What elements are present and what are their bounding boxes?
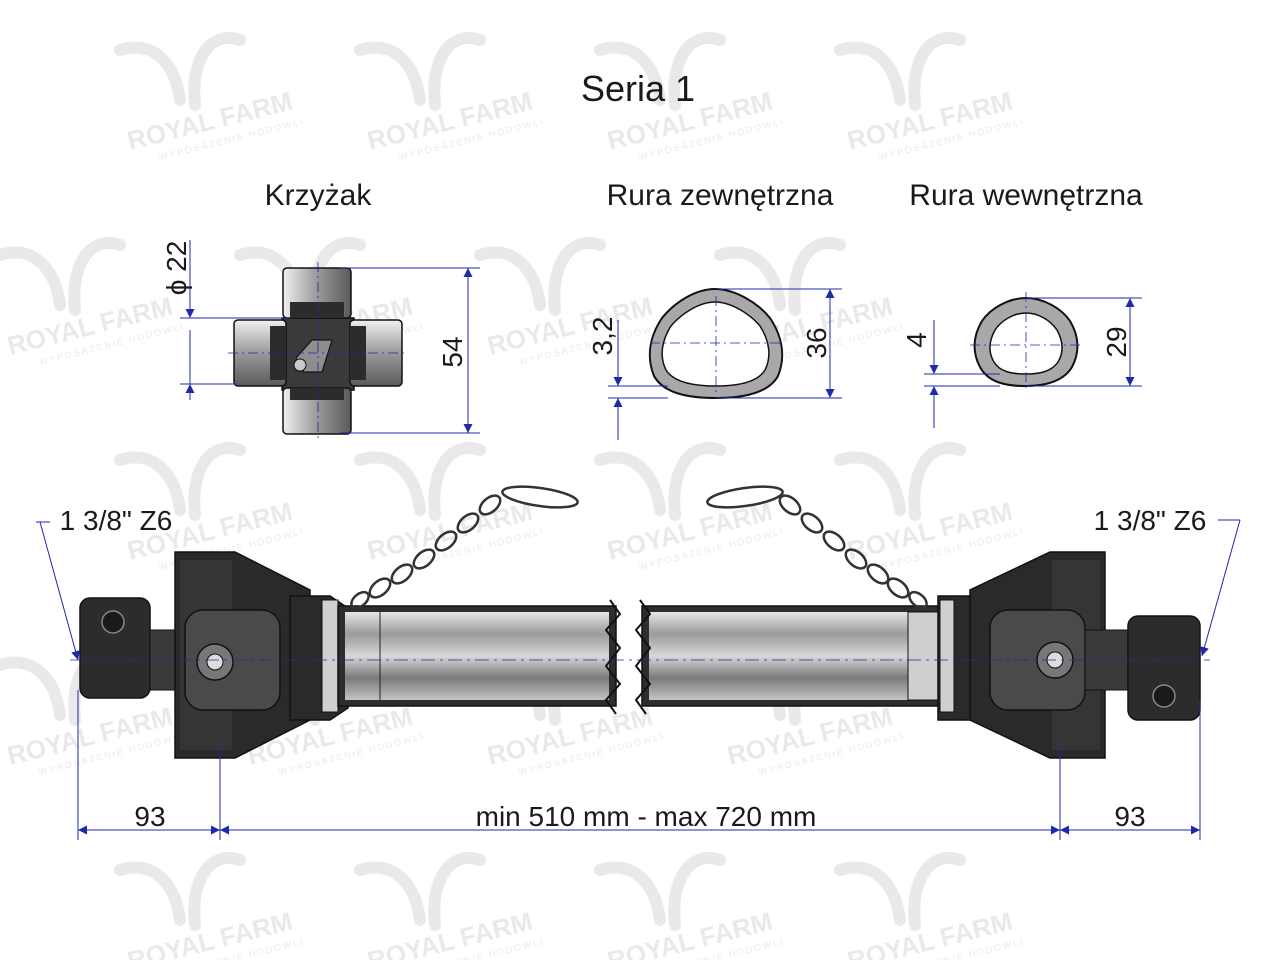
break-mark-left (604, 599, 622, 715)
left-bearing-ring (321, 599, 339, 713)
section-title-inner-tube: Rura wewnętrzna (909, 179, 1143, 212)
cross-dimensions (180, 240, 480, 434)
diagram-title: Seria 1 (581, 68, 695, 109)
cross-diameter-label: ϕ 22 (161, 241, 192, 296)
section-title-cross: Krzyżak (265, 179, 373, 212)
right-spline-hub (1127, 615, 1201, 721)
outer-tube-dimensions (608, 288, 842, 440)
section-title-outer-tube: Rura zewnętrzna (607, 179, 834, 212)
length-right-label: 93 (1114, 801, 1145, 832)
inner-tube-profile (970, 292, 1082, 392)
length-left-label: 93 (134, 801, 165, 832)
outer-tube-wall-label: 3,2 (587, 317, 618, 356)
right-chain (706, 485, 928, 610)
spline-leaders (36, 519, 1241, 661)
right-bearing-ring (939, 599, 955, 713)
break-mark-right (634, 599, 652, 715)
pto-shaft (70, 485, 1210, 759)
left-chain (350, 485, 579, 610)
outer-tube-profile (648, 287, 784, 400)
spline-right-label: 1 3/8" Z6 (1094, 505, 1207, 536)
spline-left-label: 1 3/8" Z6 (60, 505, 173, 536)
outer-tube-size-label: 36 (801, 327, 832, 358)
length-middle-label: min 510 mm - max 720 mm (476, 801, 817, 832)
length-dimensions (77, 690, 1201, 840)
inner-tube-size-label: 29 (1101, 326, 1132, 357)
universal-joint-cross (228, 262, 408, 440)
cross-height-label: 54 (437, 336, 468, 367)
inner-tube-dimensions (924, 297, 1142, 428)
inner-tube-wall-label: 4 (901, 332, 932, 348)
